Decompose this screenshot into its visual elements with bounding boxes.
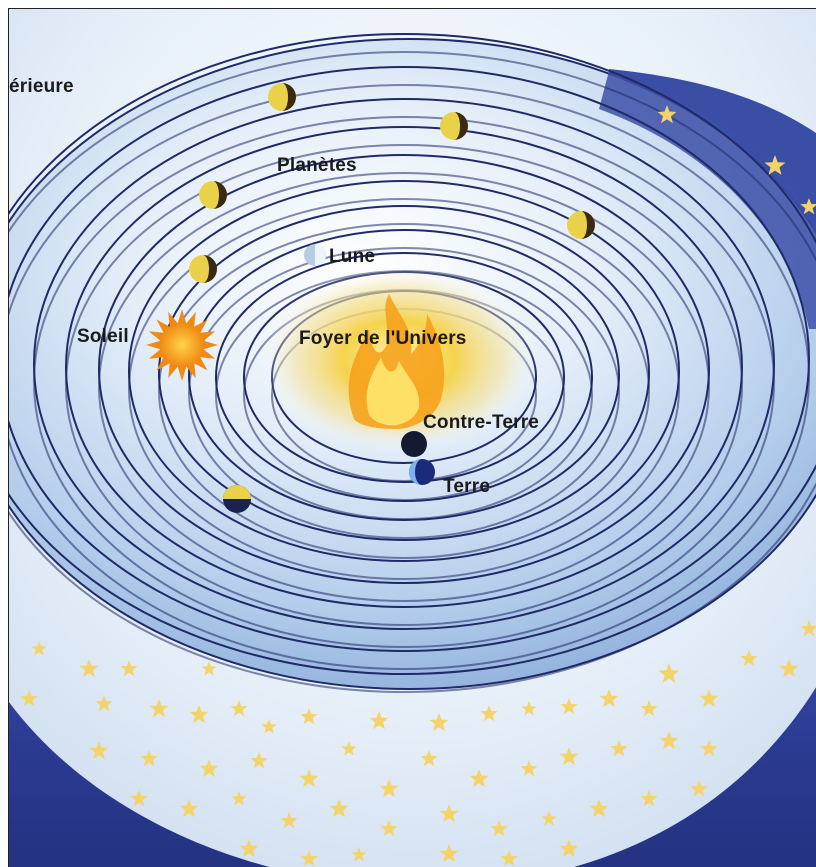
earth-icon <box>409 459 435 485</box>
star-icon <box>351 847 367 862</box>
star-icon <box>89 741 109 760</box>
star-icon <box>420 750 438 767</box>
sun-icon <box>146 309 218 381</box>
star-icon <box>239 839 259 858</box>
moon-label: Lune <box>329 246 376 267</box>
orbit-ring <box>9 51 816 693</box>
star-icon <box>469 769 489 788</box>
outer-sphere-label: érieure <box>9 76 74 97</box>
star-icon <box>231 791 247 806</box>
star-icon <box>280 812 298 829</box>
star-icon <box>149 699 169 718</box>
star-icon <box>429 713 449 732</box>
star-icon <box>599 689 619 708</box>
star-icon <box>379 779 399 798</box>
fire-icon <box>348 294 445 429</box>
star-icon <box>640 790 658 807</box>
star-icon <box>541 811 557 826</box>
star-icon <box>341 741 357 756</box>
star-icon <box>130 790 148 807</box>
orbit-ring <box>98 172 710 602</box>
star-icon <box>189 705 209 724</box>
planet-icon <box>199 181 227 209</box>
star-icon <box>559 839 579 858</box>
star-icon <box>261 719 277 734</box>
orbit-ring <box>188 247 620 539</box>
star-icon <box>299 769 319 788</box>
star-icon <box>659 731 679 750</box>
star-icon <box>779 659 799 678</box>
star-icon <box>560 698 578 715</box>
star-icon <box>657 105 677 124</box>
central-fire-label: Foyer de l'Univers <box>299 328 467 349</box>
fixed-stars-band <box>9 687 816 867</box>
earth-label: Terre <box>443 476 491 497</box>
cosmos-diagram <box>9 9 816 867</box>
orbit-ring <box>158 205 650 541</box>
star-icon <box>140 750 158 767</box>
star-icon <box>31 641 47 656</box>
fixed-stars-band-right <box>609 69 816 247</box>
star-icon <box>329 799 349 818</box>
star-icon <box>800 198 816 215</box>
star-icon <box>300 850 318 867</box>
star-icon <box>300 708 318 725</box>
star-icon <box>439 804 459 823</box>
orbit-ring <box>9 33 816 675</box>
star-icon <box>500 850 518 867</box>
orbit-ring <box>65 144 743 626</box>
planets-label: Planètes <box>277 155 357 176</box>
star-icon <box>589 799 609 818</box>
star-icon <box>250 752 268 769</box>
star-icon <box>230 700 248 717</box>
planet-icon <box>268 83 296 111</box>
orbit-ring <box>128 198 680 580</box>
orbit-rings <box>9 33 816 693</box>
star-icon <box>764 155 786 175</box>
star-icon <box>690 780 708 797</box>
orbit-ring <box>33 116 775 648</box>
star-icon <box>800 620 816 637</box>
stars-group <box>20 105 816 867</box>
star-icon <box>380 820 398 837</box>
star-icon <box>490 820 508 837</box>
star-icon <box>179 799 199 818</box>
star-icon <box>610 740 628 757</box>
orbit-ring <box>128 180 680 562</box>
star-icon <box>700 740 718 757</box>
star-icon <box>439 844 459 863</box>
star-icon <box>20 690 38 707</box>
star-icon <box>120 660 138 677</box>
star-icon <box>369 711 389 730</box>
planet-icon <box>189 255 217 283</box>
diagram-frame: érieure Planètes Lune Soleil Foyer de l'… <box>8 8 816 867</box>
planet-icon <box>440 112 468 140</box>
star-icon <box>480 705 498 722</box>
counter-earth-label: Contre-Terre <box>423 412 540 433</box>
counter-earth-icon <box>401 431 427 457</box>
star-icon <box>79 659 99 678</box>
moon-icon <box>304 244 326 266</box>
star-icon <box>740 650 758 667</box>
orbit-ring <box>98 154 710 584</box>
planet-icon <box>567 211 595 239</box>
star-icon <box>95 695 113 712</box>
orbit-ring <box>9 84 810 670</box>
star-icon <box>201 661 217 676</box>
star-icon <box>658 663 680 683</box>
star-icon <box>559 747 579 766</box>
orbit-ring <box>158 223 650 559</box>
star-icon <box>699 689 719 708</box>
sun-label: Soleil <box>77 326 129 347</box>
planets-group <box>189 83 595 513</box>
star-icon <box>199 759 219 778</box>
star-icon <box>521 701 537 716</box>
star-icon <box>640 700 658 717</box>
star-icon <box>520 760 538 777</box>
planet-icon <box>223 485 251 513</box>
